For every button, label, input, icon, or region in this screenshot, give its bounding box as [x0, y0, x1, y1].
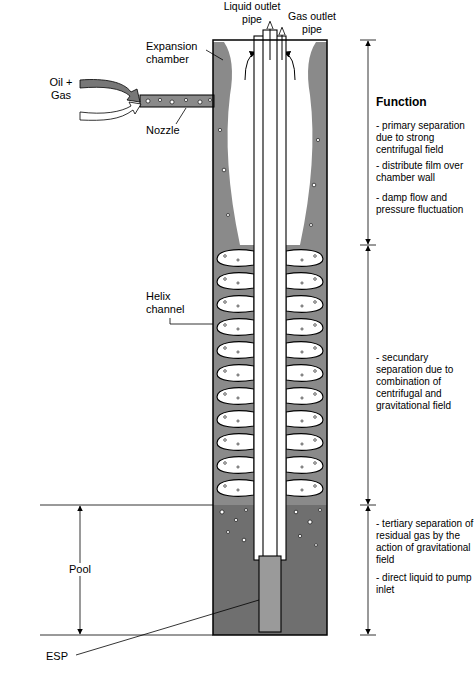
function-note: - primary separation due to strong centr… [376, 120, 474, 156]
extension-line [40, 505, 213, 506]
liquid-film [300, 42, 327, 245]
esp-pump [259, 556, 281, 632]
pipe-label: Liquid outlet pipe [222, 0, 282, 26]
pipe-label: Gas outlet pipe [288, 10, 336, 36]
part-label: ESP [46, 650, 86, 663]
dimension-tick [360, 505, 376, 506]
dimension-line [368, 246, 369, 504]
leader-line [76, 600, 259, 655]
function-note: - direct liquid to pump inlet [376, 572, 474, 596]
dimension-tick [360, 245, 376, 246]
gas-inflow-arrow [80, 102, 141, 120]
part-label: Nozzle [146, 124, 196, 137]
dimension-tick [360, 40, 376, 41]
function-note: - distribute film over chamber wall [376, 160, 474, 184]
dimension-line [368, 41, 369, 244]
dimension-label: Pool [60, 563, 100, 576]
leader-line [176, 108, 186, 124]
function-note: - secundary separation due to combinatio… [376, 352, 474, 412]
separator-casing [213, 40, 327, 635]
dimension-tick [360, 635, 376, 636]
outlet-arrow [282, 28, 283, 60]
extension-line [40, 635, 213, 636]
function-note: - damp flow and pressure fluctuation [376, 192, 474, 216]
leader-line [170, 318, 213, 324]
flow-label: Oil + Gas [48, 76, 74, 102]
leader-line [206, 50, 223, 60]
outlet-arrow [270, 22, 271, 60]
gas-bubbles [146, 98, 322, 546]
dimension-line [368, 506, 369, 634]
function-note: - tertiary separation of residual gas by… [376, 518, 474, 566]
oil-inflow-arrow [80, 80, 140, 103]
part-label: Helix channel [146, 290, 196, 316]
liquid-film [213, 42, 240, 245]
liquid-outlet-pipe [263, 30, 277, 557]
part-label: Expansion chamber [146, 40, 208, 66]
column-heading: Function [376, 96, 472, 109]
nozzle [140, 95, 214, 107]
